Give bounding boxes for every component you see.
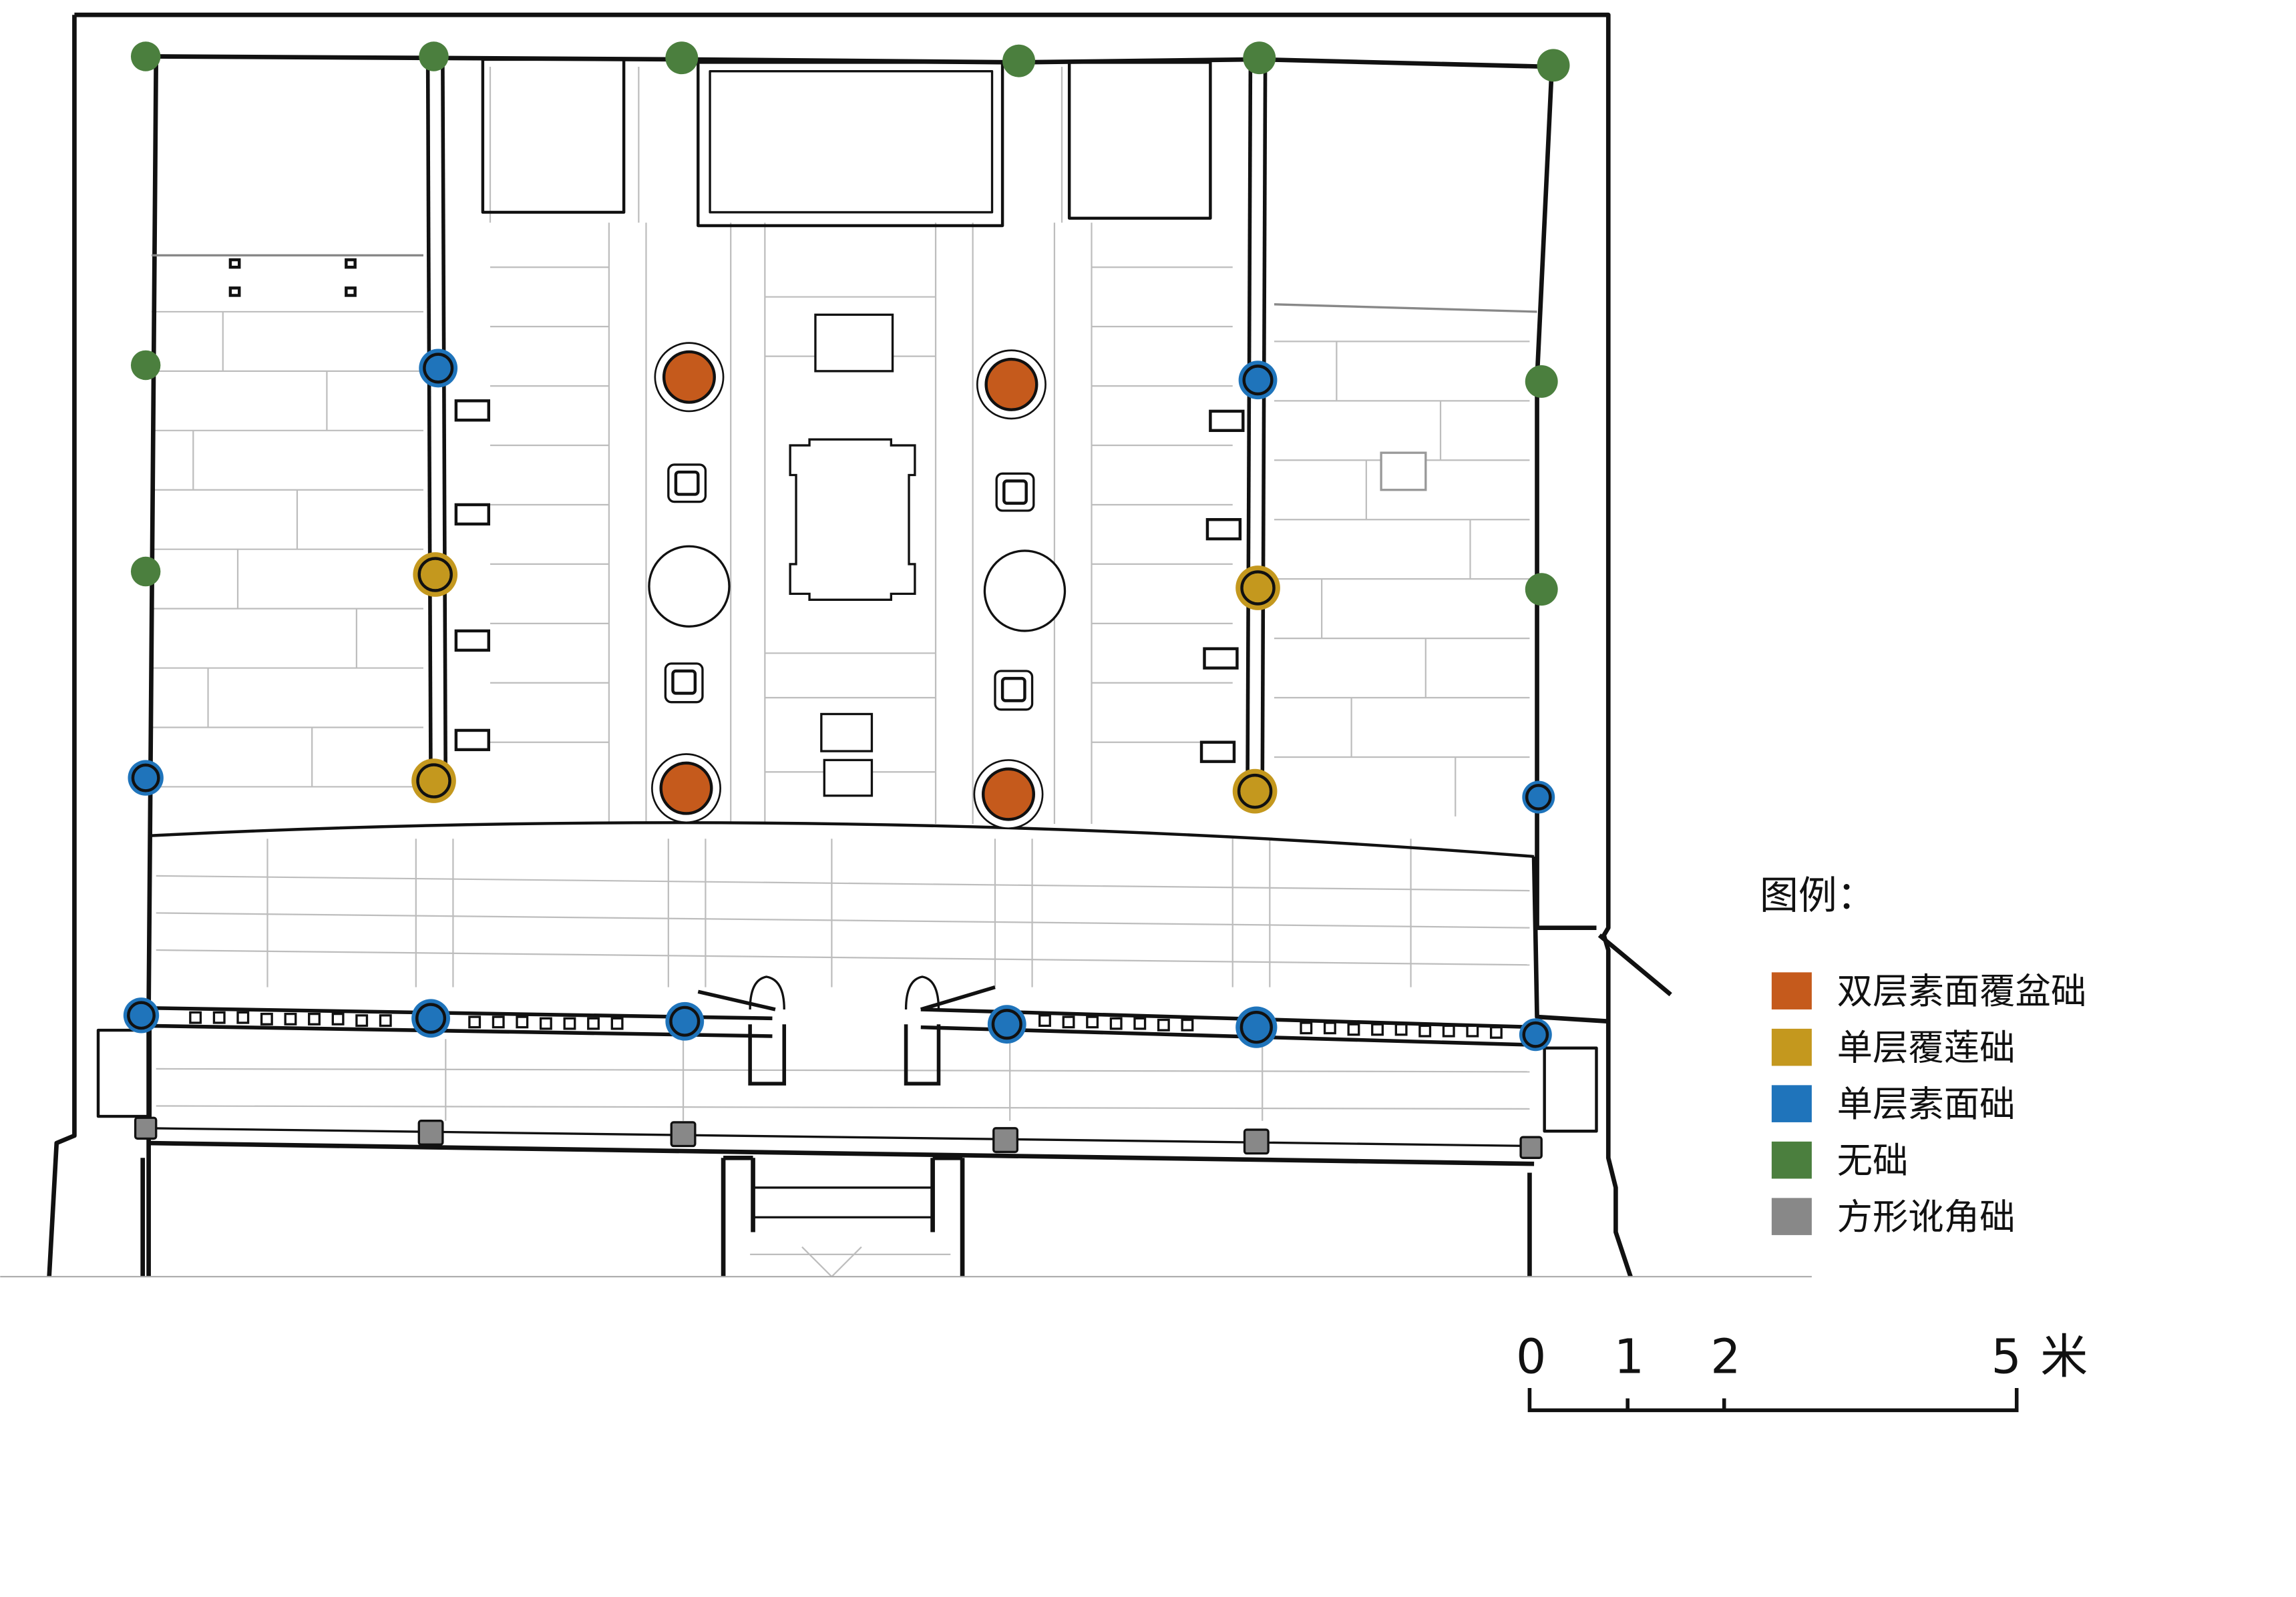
west-pier [96, 1028, 152, 1118]
legend-label-2: 单层覆莲础 [1837, 1027, 2016, 1069]
column-base-square-28 [134, 1116, 158, 1140]
legend-swatch-4 [1771, 1141, 1812, 1179]
column-base-core-19 [1522, 1021, 1549, 1048]
legend-title: 图例： [1760, 873, 1875, 918]
column-base-core-20 [417, 557, 453, 592]
building-walls [0, 12, 1812, 1278]
north-alcove-center-inner [709, 70, 994, 214]
column-base-none-1 [419, 41, 449, 71]
legend-swatch-3 [1771, 1085, 1812, 1122]
altar-stone-south-1 [820, 712, 874, 752]
column-base-double-plain-basin-26 [659, 761, 713, 815]
column-base-none-4 [1243, 41, 1276, 75]
wall-openings [228, 258, 1245, 763]
porch-line-east [1531, 856, 1609, 1024]
legend-label-4: 无础 [1837, 1140, 1909, 1182]
east-pier [1543, 1046, 1598, 1133]
altar-stone-south-2 [823, 758, 874, 797]
column-base-core-22 [416, 763, 451, 798]
scale-bar [1527, 1387, 2019, 1413]
door-leaf-east [1597, 933, 1672, 997]
column-base-none-2 [665, 41, 699, 75]
altar-stone-north [814, 313, 894, 373]
step-tread [753, 1186, 933, 1218]
step-west [721, 1155, 755, 1277]
east-room-divider [1274, 303, 1537, 313]
column-base-none-0 [130, 41, 161, 71]
door-frame-west [749, 975, 785, 1009]
column-base-square-30 [670, 1121, 697, 1148]
legend-swatch-5 [1771, 1198, 1812, 1235]
altar-platform [789, 438, 916, 601]
column-base-none-8 [1525, 365, 1558, 398]
paving-porch [156, 839, 1530, 1277]
column-base-core-21 [1240, 570, 1276, 606]
north-alcove-west [481, 57, 626, 214]
scale-tick-1: 1 [1614, 1329, 1644, 1385]
paving-stones [152, 67, 1530, 1277]
scale-bar-labels: 0 1 2 5 米 [1516, 1329, 2088, 1385]
column-base-double-plain-basin-24 [662, 350, 716, 404]
column-base-square-31 [992, 1127, 1019, 1154]
east-room-stone [1380, 451, 1427, 491]
column-base-core-16 [669, 1005, 701, 1037]
column-base-core-10 [423, 353, 454, 384]
column-base-core-14 [127, 1001, 156, 1030]
scale-tick-2: 2 [1710, 1329, 1740, 1385]
column-base-core-12 [131, 763, 160, 792]
paving-west-room [152, 310, 423, 788]
column-bases [123, 41, 1570, 1159]
porch-line-north [148, 821, 1535, 859]
legend-label-1: 双层素面覆盆础 [1837, 970, 2087, 1012]
scale-tick-0: 0 [1516, 1329, 1546, 1385]
scale-tick-5: 5 [1991, 1329, 2022, 1385]
column-base-core-13 [1525, 784, 1552, 811]
column-base-none-3 [1002, 44, 1036, 77]
column-base-square-29 [417, 1120, 444, 1146]
step-east [930, 1155, 965, 1277]
front-wall [148, 1140, 1535, 1166]
column-base-core-15 [415, 1003, 447, 1034]
door-west [697, 989, 787, 1086]
front-wall-inner [148, 1127, 1535, 1148]
north-alcove-east [1067, 61, 1212, 220]
north-alcove-center [697, 61, 1004, 228]
column-base-none-6 [130, 350, 161, 381]
round-stone-east [983, 549, 1067, 632]
paving-east-room [1274, 340, 1530, 817]
column-base-core-17 [991, 1009, 1022, 1040]
column-base-core-11 [1242, 365, 1274, 396]
column-base-core-18 [1239, 1011, 1273, 1044]
column-base-square-32 [1243, 1128, 1270, 1155]
column-base-double-plain-basin-25 [984, 357, 1038, 411]
column-base-square-33 [1519, 1136, 1543, 1159]
door-east [904, 985, 996, 1086]
outer-wall [74, 12, 1633, 1278]
column-base-none-9 [1525, 573, 1558, 606]
legend-swatch-1 [1771, 972, 1812, 1009]
round-stone-west [648, 545, 731, 628]
column-base-core-23 [1237, 773, 1273, 809]
door-frame-east [904, 975, 940, 1009]
lattice-window-panels [189, 1011, 1503, 1039]
column-base-none-5 [1537, 49, 1570, 82]
legend-label-3: 单层素面础 [1837, 1083, 2016, 1125]
legend-label-5: 方形讹角础 [1837, 1196, 2016, 1238]
outer-wall-west [47, 15, 77, 1277]
legend-swatch-2 [1771, 1028, 1812, 1066]
central-features [648, 313, 1427, 797]
partitions [148, 59, 1537, 1086]
scale-unit: 米 [2040, 1329, 2088, 1385]
scale-bar-line [1527, 1387, 2019, 1413]
column-base-double-plain-basin-27 [981, 767, 1036, 821]
column-base-none-7 [130, 556, 161, 587]
